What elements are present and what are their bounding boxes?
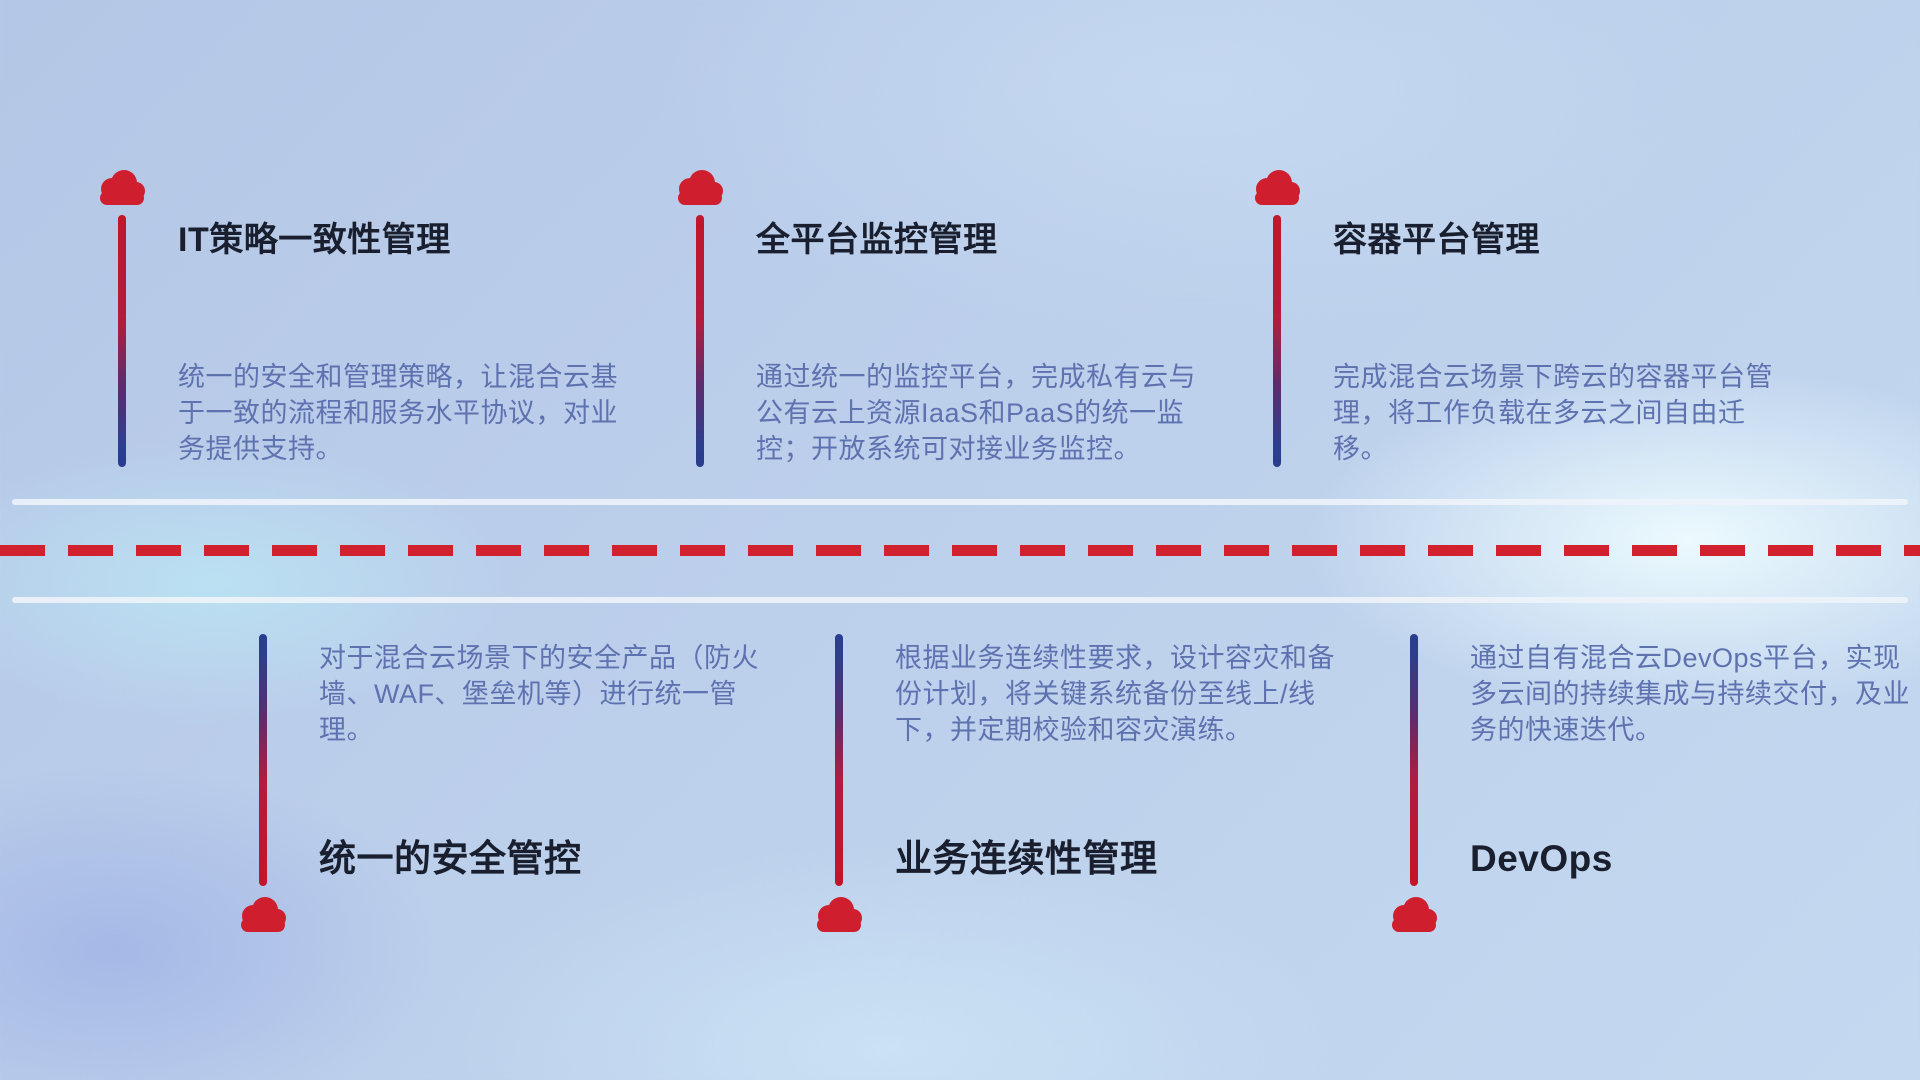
item-title: 统一的安全管控 <box>319 838 582 879</box>
divider-dashed-red <box>0 545 1920 556</box>
item-description: 对于混合云场景下的安全产品（防火墙、WAF、堡垒机等）进行统一管理。 <box>319 643 759 745</box>
cloud-shape <box>241 897 286 932</box>
item-description: 通过统一的监控平台，完成私有云与公有云上资源IaaS和PaaS的统一监控；开放系… <box>756 362 1196 464</box>
connector-line <box>835 634 843 886</box>
cloud-icon <box>93 169 151 207</box>
item-title: IT策略一致性管理 <box>178 221 451 259</box>
cloud-shape <box>817 897 862 932</box>
cloud-icon <box>234 896 292 934</box>
connector-line <box>696 215 704 467</box>
item-title: 全平台监控管理 <box>756 221 998 259</box>
item-title: 业务连续性管理 <box>895 838 1158 879</box>
connector-line <box>1273 215 1281 467</box>
divider-solid-bottom <box>12 597 1908 603</box>
cloud-shape <box>678 170 723 205</box>
cloud-shape <box>1255 170 1300 205</box>
cloud-icon <box>1248 169 1306 207</box>
item-title: 容器平台管理 <box>1333 221 1540 259</box>
cloud-shape <box>100 170 145 205</box>
item-description: 根据业务连续性要求，设计容灾和备份计划，将关键系统备份至线上/线下，并定期校验和… <box>895 643 1335 745</box>
cloud-icon <box>810 896 868 934</box>
item-title: DevOps <box>1470 838 1613 879</box>
divider-solid-top <box>12 499 1908 505</box>
connector-line <box>118 215 126 467</box>
cloud-icon <box>1385 896 1443 934</box>
connector-line <box>1410 634 1418 886</box>
item-description: 统一的安全和管理策略，让混合云基于一致的流程和服务水平协议，对业务提供支持。 <box>178 362 618 464</box>
cloud-shape <box>1392 897 1437 932</box>
cloud-icon <box>671 169 729 207</box>
item-description: 完成混合云场景下跨云的容器平台管理，将工作负载在多云之间自由迁移。 <box>1333 362 1773 464</box>
connector-line <box>259 634 267 886</box>
item-description: 通过自有混合云DevOps平台，实现多云间的持续集成与持续交付，及业务的快速迭代… <box>1470 643 1910 745</box>
